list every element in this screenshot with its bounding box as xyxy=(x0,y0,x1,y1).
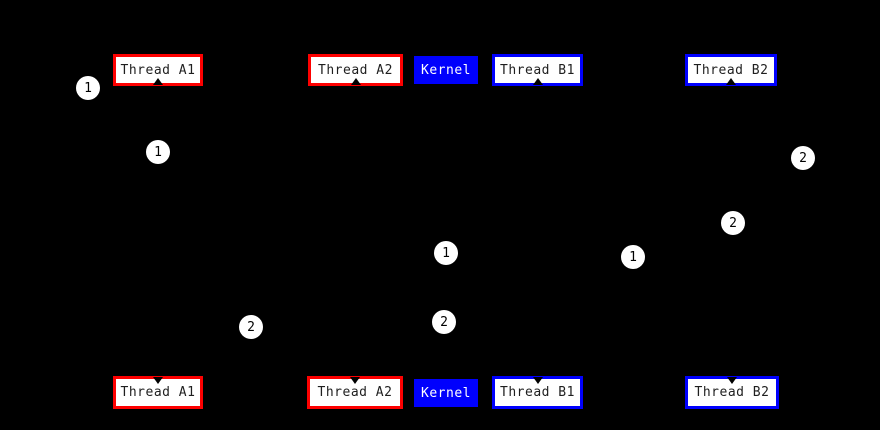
node-label: Thread B2 xyxy=(694,385,770,400)
node-label: Kernel xyxy=(421,62,471,78)
node-thread-b1-bottom: Thread B1 xyxy=(492,376,583,409)
arrowhead-notch-icon xyxy=(532,377,543,384)
arrowhead-notch-icon xyxy=(726,78,736,85)
node-thread-b1-top: Thread B1 xyxy=(492,54,583,86)
node-label: Thread B2 xyxy=(693,62,769,78)
step-marker: 2 xyxy=(721,211,745,235)
node-label: Thread B1 xyxy=(500,385,575,400)
arrowhead-notch-icon xyxy=(350,78,361,85)
node-label: Thread A2 xyxy=(318,62,393,78)
step-marker: 2 xyxy=(791,146,815,170)
node-thread-b2-top: Thread B2 xyxy=(685,54,777,86)
node-label: Thread A2 xyxy=(317,385,393,400)
step-marker: 1 xyxy=(76,76,100,100)
arrowhead-notch-icon xyxy=(532,78,543,85)
node-thread-a1-bottom: Thread A1 xyxy=(113,376,203,409)
node-label: Kernel xyxy=(421,385,471,401)
arrowhead-notch-icon xyxy=(153,377,163,384)
node-kernel-top: Kernel xyxy=(414,56,478,84)
node-label: Thread A1 xyxy=(120,62,196,78)
node-thread-b2-bottom: Thread B2 xyxy=(685,376,779,409)
node-thread-a1-top: Thread A1 xyxy=(113,54,203,86)
step-marker: 1 xyxy=(146,140,170,164)
step-marker: 1 xyxy=(434,241,458,265)
step-marker: 2 xyxy=(432,310,456,334)
arrowhead-notch-icon xyxy=(727,377,737,384)
node-label: Thread B1 xyxy=(500,62,575,78)
step-marker: 2 xyxy=(239,315,263,339)
node-thread-a2-top: Thread A2 xyxy=(308,54,403,86)
node-label: Thread A1 xyxy=(120,385,196,400)
arrowhead-notch-icon xyxy=(153,78,163,85)
step-marker: 1 xyxy=(621,245,645,269)
node-kernel-bottom: Kernel xyxy=(414,379,478,407)
node-thread-a2-bottom: Thread A2 xyxy=(307,376,403,409)
arrowhead-notch-icon xyxy=(350,377,360,384)
